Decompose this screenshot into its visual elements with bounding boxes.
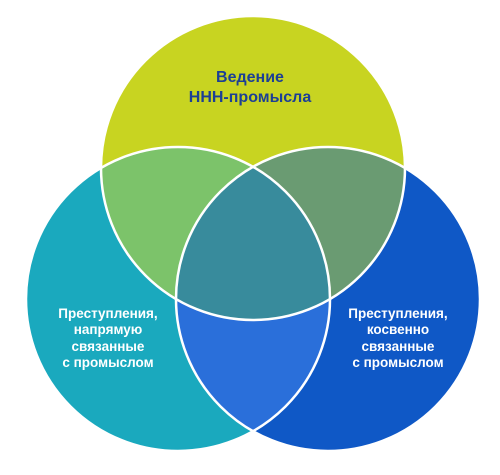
label-right-set: Преступления, косвенно связанные с промы… — [348, 306, 448, 371]
label-top-set: Ведение ННН-промысла — [188, 69, 312, 106]
label-left-set: Преступления, напрямую связанные с промы… — [58, 306, 158, 371]
outline-top — [99, 14, 407, 322]
